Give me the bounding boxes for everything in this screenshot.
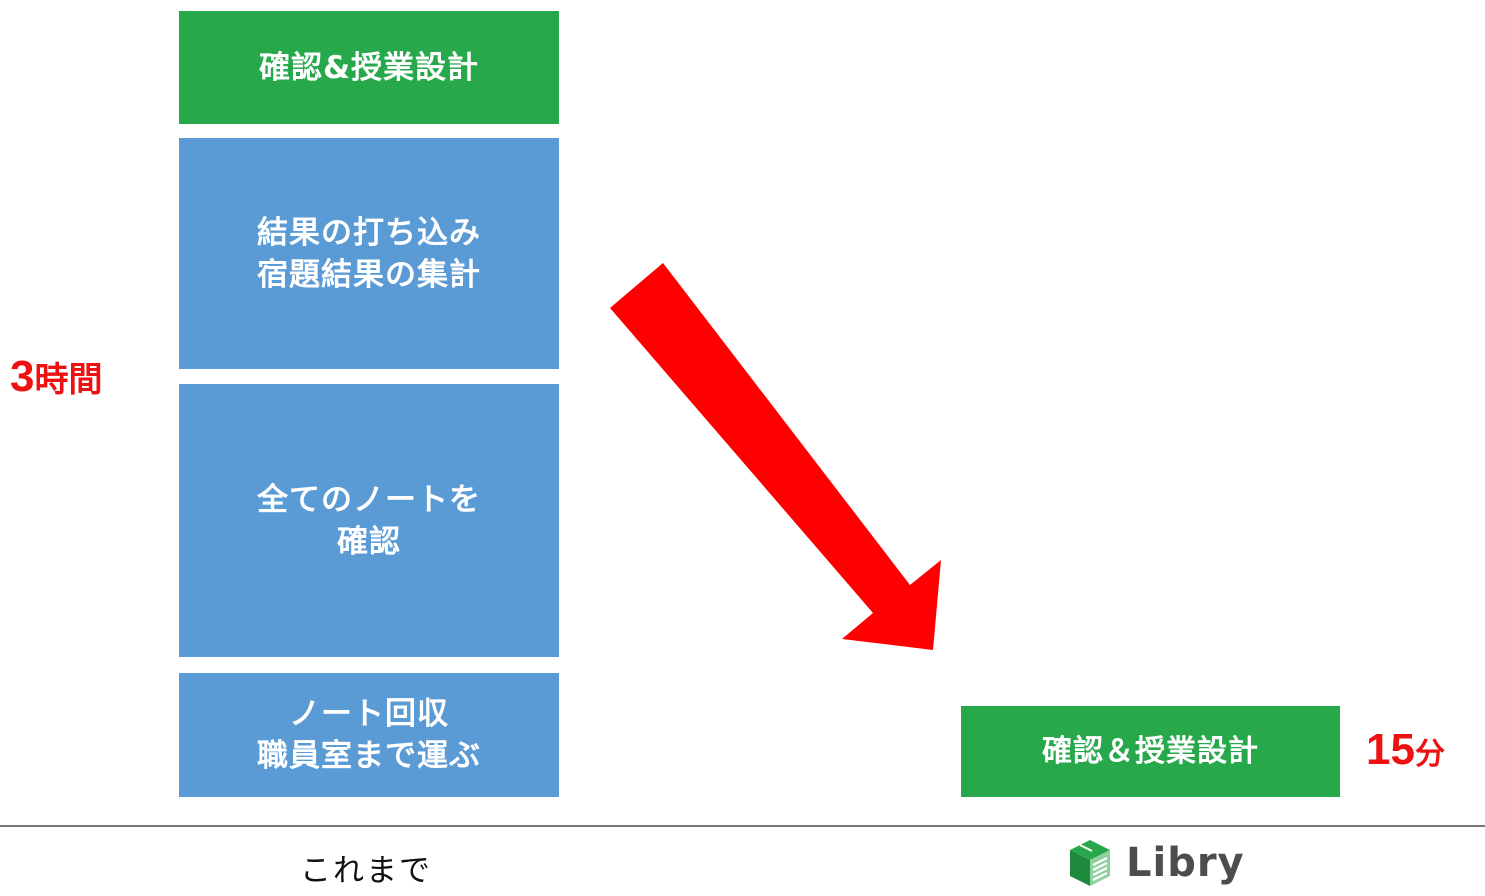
block-line: 結果の打ち込み — [257, 214, 481, 251]
block-line: 確認&授業設計 — [258, 49, 480, 86]
block-line: 確認＆授業設計 — [1042, 733, 1259, 769]
libry-logo: Libry — [1062, 836, 1245, 890]
before-time-label: 3 時間 — [10, 352, 102, 402]
before-block-collect-notes: ノート回収 職員室まで運ぶ — [179, 673, 559, 797]
before-block-input-results: 結果の打ち込み 宿題結果の集計 — [179, 138, 559, 369]
before-caption: これまで — [300, 853, 432, 889]
before-block-review-lesson-design: 確認&授業設計 — [179, 11, 559, 124]
block-line: 全てのノートを — [257, 481, 481, 518]
after-time-number: 15 — [1366, 725, 1415, 774]
libry-book-logo-icon — [1070, 840, 1110, 886]
block-line: 職員室まで運ぶ — [257, 738, 481, 774]
after-time-label: 15 分 — [1366, 725, 1445, 775]
before-block-check-notes: 全てのノートを 確認 — [179, 384, 559, 657]
after-time-unit: 分 — [1414, 738, 1445, 771]
block-line: 宿題結果の集計 — [257, 256, 481, 293]
before-time-unit: 時間 — [34, 361, 103, 399]
logo-text: Libry — [1126, 840, 1245, 886]
baseline-divider — [0, 825, 1485, 827]
block-line: 確認 — [337, 523, 401, 560]
after-block-review-lesson-design: 確認＆授業設計 — [961, 706, 1340, 797]
before-time-number: 3 — [10, 352, 35, 401]
block-line: ノート回収 — [289, 696, 449, 732]
